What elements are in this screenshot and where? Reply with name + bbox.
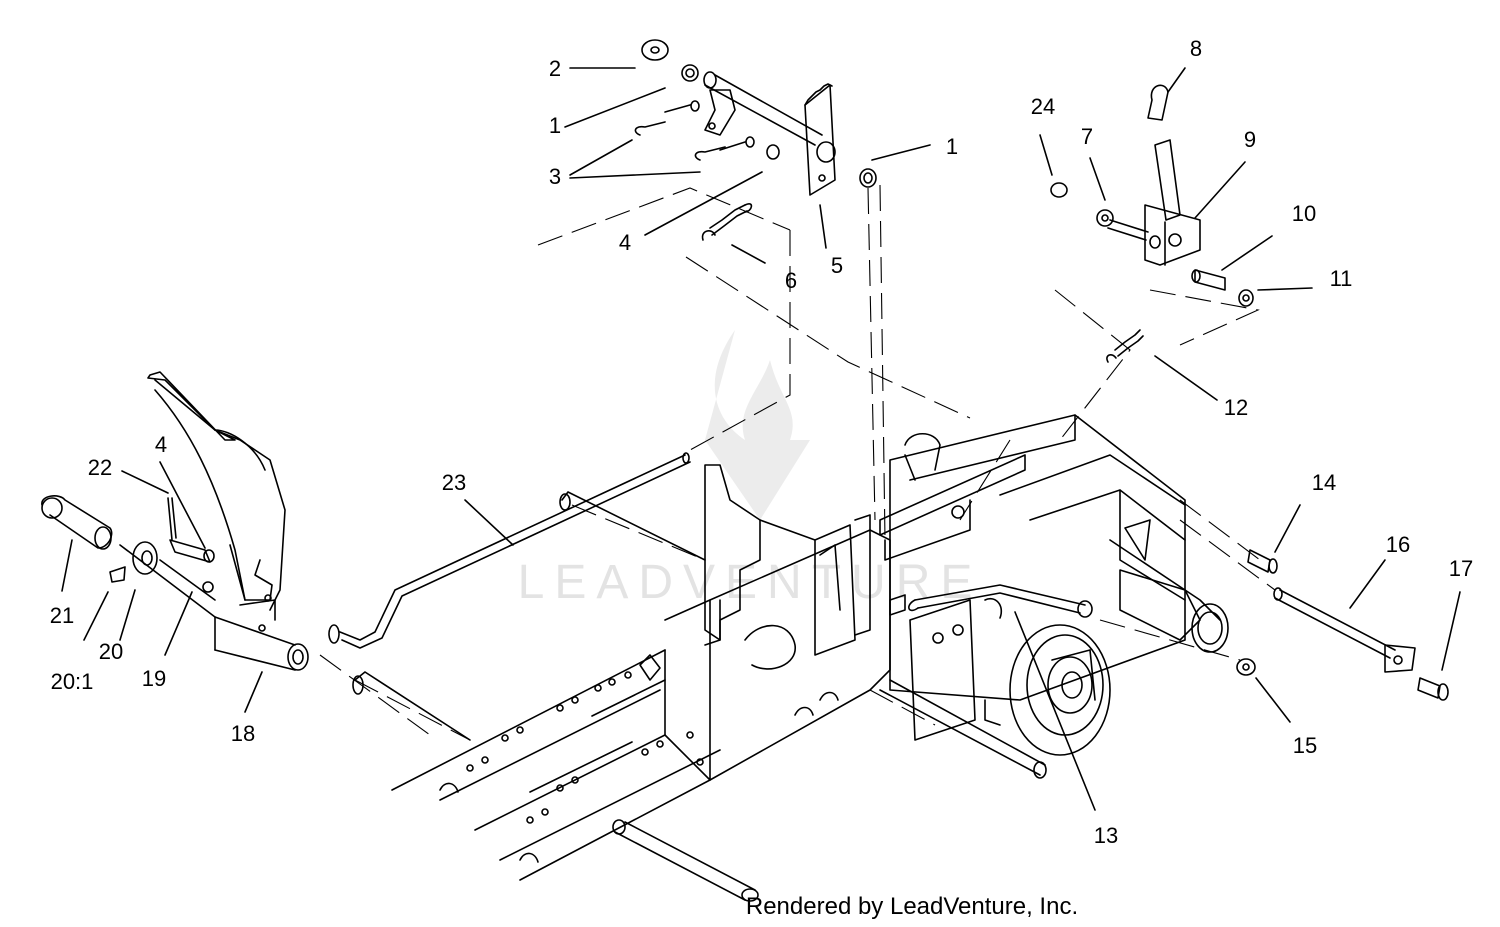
callout-4-pedal: 4 [155, 432, 167, 457]
callout-19: 19 [142, 666, 166, 691]
upper-lever-assembly [634, 39, 877, 241]
bolt-17 [1417, 677, 1449, 701]
callout-24: 24 [1031, 94, 1055, 119]
shift-plate [704, 464, 906, 656]
callout-8: 8 [1190, 36, 1202, 61]
callout-17: 17 [1449, 556, 1473, 581]
callout-21: 21 [50, 603, 74, 628]
callout-10: 10 [1292, 201, 1316, 226]
callout-18: 18 [231, 721, 255, 746]
callout-15: 15 [1293, 733, 1317, 758]
control-bracket [854, 432, 1026, 636]
watermark-text: LEADVENTURE [518, 556, 983, 609]
callout-1: 1 [549, 113, 561, 138]
right-lever-assembly [1050, 84, 1254, 363]
rod-13 [908, 584, 1093, 618]
callout-23: 23 [442, 470, 466, 495]
callout-20-1: 20:1 [51, 669, 94, 694]
callout-4: 4 [619, 230, 631, 255]
pedal-assembly [41, 371, 309, 671]
callout-13: 13 [1094, 823, 1118, 848]
callout-20: 20 [99, 639, 123, 664]
callout-5: 5 [831, 253, 843, 278]
callout-14: 14 [1312, 470, 1336, 495]
callout-22: 22 [88, 455, 112, 480]
callout-9: 9 [1244, 127, 1256, 152]
credit-line: Rendered by LeadVenture, Inc. [746, 893, 1078, 920]
bolt-14 [1247, 549, 1278, 574]
rod-16 [1273, 587, 1416, 673]
callout-16: 16 [1386, 532, 1410, 557]
leader-lines [61, 67, 1461, 811]
callout-7: 7 [1081, 124, 1093, 149]
callout-6: 6 [785, 268, 797, 293]
callout-1-right: 1 [946, 134, 958, 159]
callout-3: 3 [549, 164, 561, 189]
assembly-lines [319, 184, 1276, 741]
watermark: LEADVENTURE [518, 330, 983, 609]
callout-12: 12 [1224, 395, 1248, 420]
washer-15 [1236, 658, 1256, 676]
callout-labels: 2 1 3 4 6 5 1 8 24 7 9 10 11 12 4 22 23 … [50, 36, 1473, 848]
callout-11: 11 [1330, 266, 1353, 291]
frame-rails [391, 649, 1047, 902]
transmission-housing [889, 414, 1229, 756]
watermark-logo-icon [705, 330, 810, 520]
callout-2: 2 [549, 56, 561, 81]
rod-23 [328, 452, 691, 649]
